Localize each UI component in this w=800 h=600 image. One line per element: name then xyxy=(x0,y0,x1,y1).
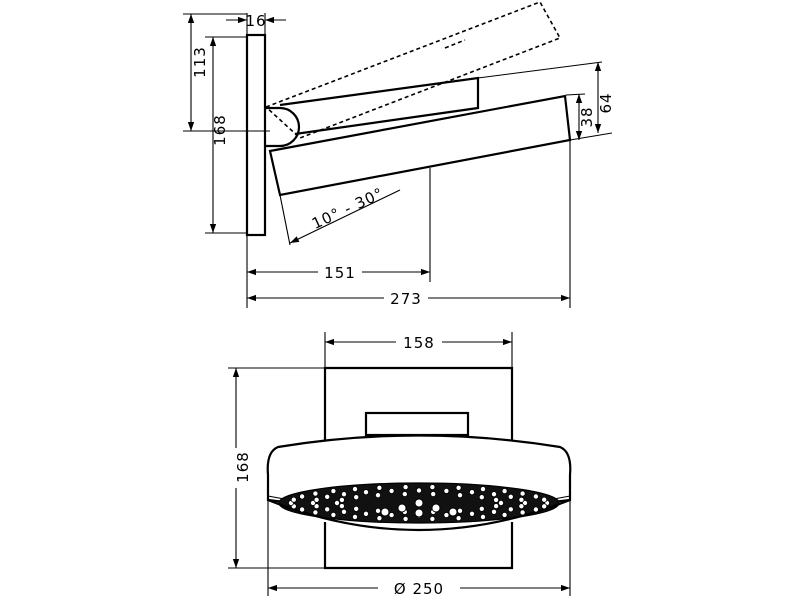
wall-plate-side xyxy=(245,33,267,237)
nozzle-dot xyxy=(351,513,358,520)
nozzle-dot xyxy=(456,492,463,499)
nozzle-dot xyxy=(493,496,500,503)
nozzle-dot xyxy=(333,499,340,506)
dim-plate-height-side: 168 xyxy=(211,114,229,146)
nozzle-dot xyxy=(402,484,409,491)
nozzle-dot xyxy=(468,489,475,496)
nozzle-dot xyxy=(374,492,381,499)
nozzle-dot xyxy=(507,493,514,500)
nozzle-dot xyxy=(541,496,548,503)
nozzle-dot xyxy=(493,503,500,510)
nozzle-dot xyxy=(330,488,337,495)
nozzle-dot xyxy=(340,508,347,515)
nozzle-dot xyxy=(532,506,539,513)
nozzle-dot xyxy=(338,496,345,503)
nozzle-dot xyxy=(490,491,497,498)
nozzle-dot xyxy=(351,486,358,493)
nozzle-dot xyxy=(455,515,462,522)
nozzle-dot xyxy=(468,510,475,517)
dim-wall-plate-thickness: 16 xyxy=(245,12,266,30)
nozzle-dot xyxy=(430,491,437,498)
nozzle-dot xyxy=(362,489,369,496)
nozzle-dot xyxy=(443,487,450,494)
pivot-knuckle xyxy=(265,106,301,148)
nozzle-dot xyxy=(324,493,331,500)
nozzle-dot xyxy=(313,496,320,503)
nozzle-dot xyxy=(299,493,306,500)
nozzle-dot xyxy=(312,490,319,497)
nozzle-dot xyxy=(340,491,347,498)
nozzle-dot xyxy=(374,507,381,514)
nozzle-dot-large xyxy=(448,507,458,517)
nozzle-dot-large xyxy=(380,507,390,517)
nozzle-dot xyxy=(401,491,408,498)
nozzle-dot xyxy=(362,510,369,517)
dim-head-thickness-outer: 64 xyxy=(597,92,615,113)
dim-tilt-range: 10° - 30° xyxy=(309,184,387,233)
wall-plate-front xyxy=(323,366,514,440)
nozzle-dot xyxy=(501,488,508,495)
dim-head-diameter: Ø 250 xyxy=(394,580,444,598)
nozzle-dot xyxy=(519,509,526,516)
dim-pivot-distance: 151 xyxy=(324,264,356,282)
nozzle-dot xyxy=(443,512,450,519)
nozzle-dot xyxy=(490,508,497,515)
dim-arm-height-from-top: 113 xyxy=(191,46,209,78)
nozzle-dot xyxy=(299,506,306,513)
nozzle-dot xyxy=(456,507,463,514)
nozzle-dot xyxy=(507,506,514,513)
nozzle-dot xyxy=(497,499,504,506)
nozzle-dot xyxy=(518,503,525,510)
nozzle-dot xyxy=(388,487,395,494)
nozzle-dot xyxy=(324,506,331,513)
nozzle-dot xyxy=(541,503,548,510)
nozzle-dot xyxy=(312,509,319,516)
nozzle-dot xyxy=(338,503,345,510)
nozzle-dot xyxy=(353,505,360,512)
nozzle-dot xyxy=(376,515,383,522)
nozzle-dot xyxy=(518,496,525,503)
nozzle-dot xyxy=(290,496,297,503)
nozzle-dot xyxy=(478,505,485,512)
nozzle-dot xyxy=(501,511,508,518)
side-view: 16 113 168 38 64 10° - 30° 151 273 xyxy=(183,1,615,308)
nozzle-dot xyxy=(330,511,337,518)
nozzle-dot xyxy=(429,484,436,491)
nozzle-dot xyxy=(532,493,539,500)
nozzle-dot xyxy=(376,484,383,491)
front-view: 158 168 Ø 250 xyxy=(228,332,572,598)
nozzle-dot xyxy=(402,515,409,522)
dim-plate-width: 158 xyxy=(403,334,435,352)
nozzle-dot-large xyxy=(414,498,424,508)
dim-head-thickness-inner: 38 xyxy=(578,106,596,127)
nozzle-dot-large xyxy=(397,503,407,513)
arm-mount-front xyxy=(364,411,470,437)
nozzle-dot xyxy=(429,515,436,522)
nozzle-pattern xyxy=(287,484,551,522)
nozzle-dot xyxy=(479,513,486,520)
nozzle-dot xyxy=(478,494,485,501)
nozzle-dot-large xyxy=(414,508,424,518)
nozzle-dot-large xyxy=(431,503,441,513)
dim-total-projection: 273 xyxy=(390,290,422,308)
nozzle-dot xyxy=(353,494,360,501)
nozzle-dot xyxy=(455,484,462,491)
shower-head-side xyxy=(268,94,572,197)
nozzle-dot xyxy=(388,512,395,519)
dim-overall-height-front: 168 xyxy=(234,451,252,483)
shower-arm xyxy=(279,76,480,136)
nozzle-dot xyxy=(479,486,486,493)
nozzle-dot xyxy=(415,487,422,494)
nozzle-dot xyxy=(519,490,526,497)
